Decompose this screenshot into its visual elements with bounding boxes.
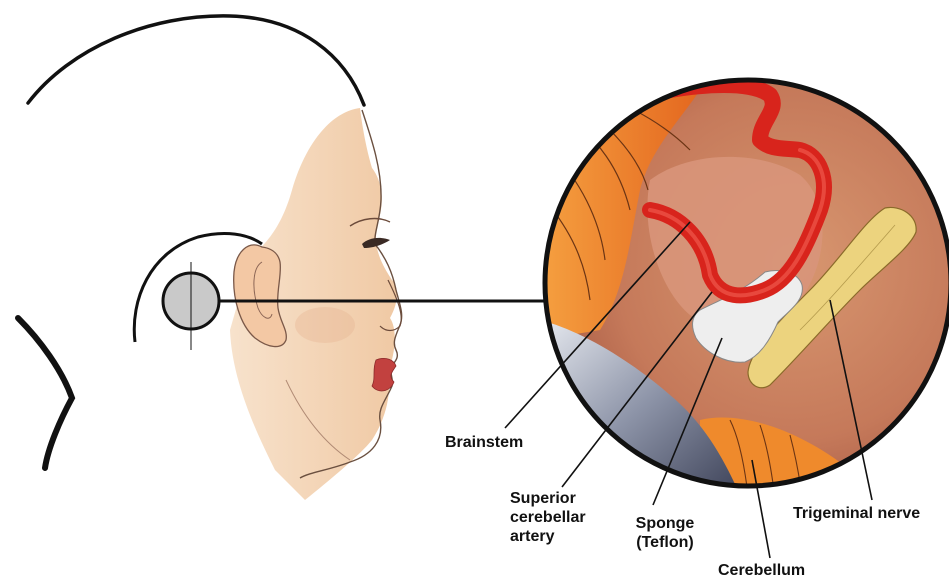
head-profile (18, 16, 402, 500)
label-trigeminal-nerve: Trigeminal nerve (793, 504, 920, 523)
location-marker (163, 262, 219, 350)
label-sponge-line-1: Sponge (620, 514, 710, 533)
label-sca-line-3: artery (510, 527, 586, 546)
skull-outline (28, 16, 364, 105)
cheek-shade (295, 307, 355, 343)
label-sca-line-1: Superior (510, 489, 586, 508)
label-cerebellum: Cerebellum (718, 561, 805, 580)
neck-back-line (18, 318, 72, 468)
label-sca-line-2: cerebellar (510, 508, 586, 527)
label-sponge-line-2: (Teflon) (620, 533, 710, 552)
label-sponge: Sponge (Teflon) (620, 514, 710, 552)
label-superior-cerebellar-artery: Superior cerebellar artery (510, 489, 586, 546)
label-brainstem: Brainstem (445, 433, 523, 452)
